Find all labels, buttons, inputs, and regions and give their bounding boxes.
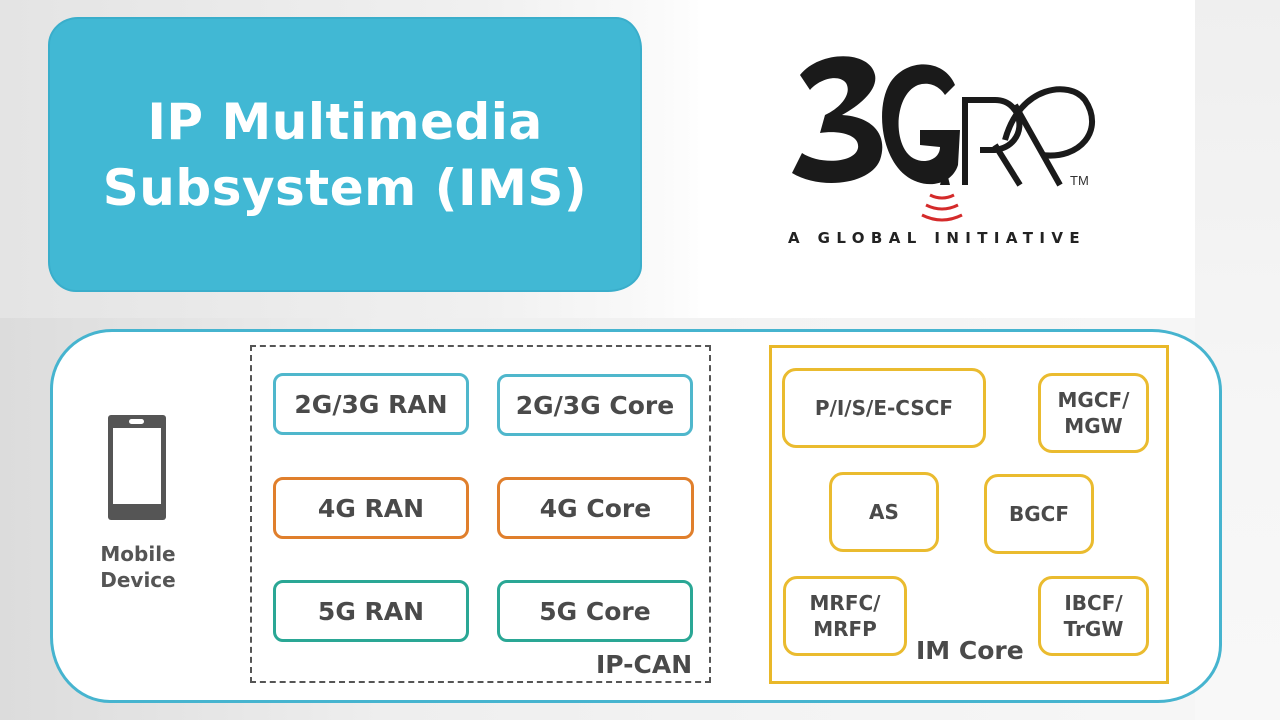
device-label-line-2: Device (100, 568, 176, 592)
node-ibcf-label-1: IBCF/ (1064, 591, 1123, 615)
device-label-line-1: Mobile (100, 542, 176, 566)
title-card: IP Multimedia Subsystem (IMS) (48, 17, 642, 292)
node-as-label: AS (869, 500, 899, 524)
svg-text:TM: TM (1070, 173, 1089, 188)
node-mrfc-label-2: MRFP (813, 617, 877, 641)
logo-tagline: A GLOBAL INITIATIVE (788, 229, 1086, 247)
phone-screen (113, 428, 161, 504)
node-2g3g-ran[interactable]: 2G/3G RAN (273, 373, 469, 435)
node-ibcf-trgw[interactable]: IBCF/ TrGW (1038, 576, 1149, 656)
node-2g3g-core[interactable]: 2G/3G Core (497, 374, 693, 436)
mobile-device-label: Mobile Device (88, 541, 188, 593)
node-mrfc-mrfp[interactable]: MRFC/ MRFP (783, 576, 907, 656)
node-cscf-label: P/I/S/E-CSCF (814, 396, 954, 420)
title-line-1: IP Multimedia (147, 92, 543, 151)
node-bgcf-label: BGCF (1009, 502, 1069, 526)
node-cscf[interactable]: P/I/S/E-CSCF (782, 368, 986, 448)
im-core-group (769, 345, 1169, 684)
phone-speaker (129, 419, 144, 424)
3gpp-logo-icon: TM (792, 56, 1095, 222)
im-core-label: IM Core (916, 636, 1024, 665)
ip-can-label: IP-CAN (596, 650, 693, 679)
node-ibcf-label-2: TrGW (1063, 617, 1124, 641)
node-mgcf-mgw[interactable]: MGCF/ MGW (1038, 373, 1149, 453)
title-line-2: Subsystem (IMS) (102, 158, 588, 217)
node-mgcf-label-1: MGCF/ (1057, 388, 1130, 412)
node-5g-core[interactable]: 5G Core (497, 580, 693, 642)
node-4g-core[interactable]: 4G Core (497, 477, 694, 539)
ip-can-group (250, 345, 711, 683)
node-mgcf-label-2: MGW (1064, 414, 1123, 438)
node-4g-ran[interactable]: 4G RAN (273, 477, 469, 539)
node-mrfc-label-1: MRFC/ (809, 591, 881, 615)
node-bgcf[interactable]: BGCF (984, 474, 1094, 554)
mobile-phone-icon (108, 415, 166, 520)
node-5g-ran[interactable]: 5G RAN (273, 580, 469, 642)
node-as[interactable]: AS (829, 472, 939, 552)
